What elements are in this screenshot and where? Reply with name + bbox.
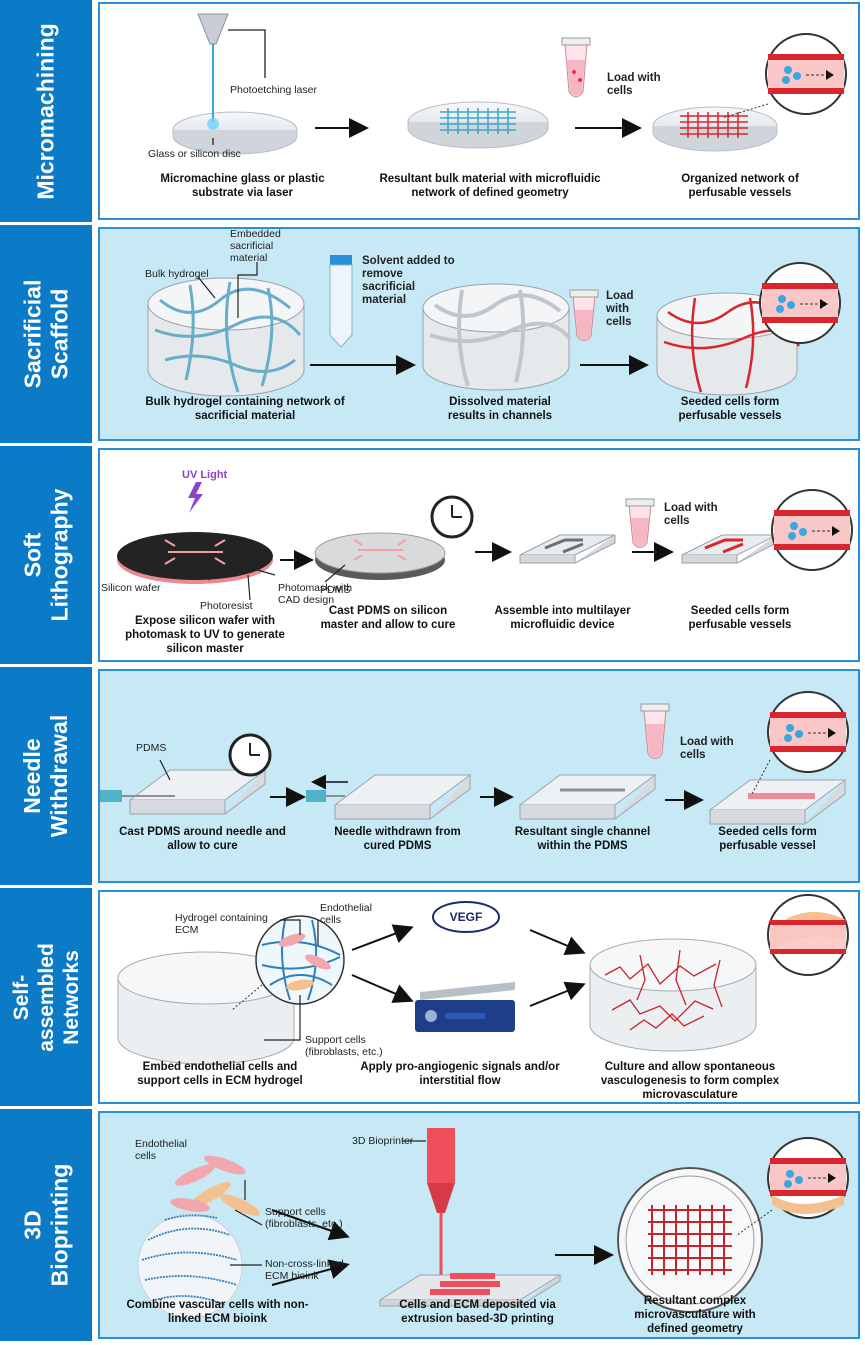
anno-endothelial-6: Endothelial cells [135, 1138, 187, 1162]
caption-5-2: Apply pro-angiogenic signals and/or inte… [360, 1061, 560, 1087]
disc-microfluidic [407, 101, 549, 149]
vessel-zoom-icon [767, 894, 849, 976]
anno-embedded-sacrificial: Embedded sacrificial material [230, 228, 281, 264]
vessel-zoom-icon [759, 262, 841, 344]
uv-bolt-icon [188, 482, 203, 513]
anno-bulk-hydrogel: Bulk hydrogel [145, 268, 209, 280]
hydrogel-cylinder-4 [117, 951, 295, 1065]
vessel-zoom-icon [735, 1137, 849, 1237]
vessel-zoom-icon [751, 691, 849, 795]
caption-3-4: Seeded cells form perfusable vessels [688, 605, 792, 631]
caption-4-3: Resultant single channel within the PDMS [514, 826, 651, 852]
vessel-zoom-icon [771, 489, 853, 571]
caption-5-3: Culture and allow spontaneous vasculogen… [600, 1061, 780, 1101]
solvent-tube-icon [329, 255, 353, 348]
cells-icon [170, 1155, 261, 1216]
clock-icon [430, 495, 474, 539]
pdms-block-2 [333, 774, 472, 820]
anno-glass-disc: Glass or silicon disc [148, 148, 241, 160]
caption-2-2: Dissolved material results in channels [447, 396, 553, 422]
label-bar-needle-withdrawal: Needle Withdrawal [0, 667, 92, 885]
arrow-5a [351, 924, 414, 951]
hydrogel-cylinder-1 [147, 277, 305, 397]
vessel-zoom-icon [721, 33, 847, 119]
anno-bioink: Non-cross-linked ECM bioink [265, 1258, 344, 1282]
caption-3-3: Assemble into multilayer microfluidic de… [494, 605, 631, 631]
caption-2-1: Bulk hydrogel containing network of sacr… [145, 396, 345, 422]
caption-6-3: Resultant complex microvasculature with … [634, 1295, 756, 1335]
caption-2-3: Seeded cells form perfusable vessels [678, 396, 782, 422]
anno-load-cells-4: Load with cells [680, 736, 734, 761]
tube-icon [561, 37, 591, 98]
label-bar-micromachining: Micromachining [0, 0, 92, 222]
pdms-block-3 [518, 774, 657, 820]
anno-uv-light: UV Light [182, 469, 228, 481]
tube-icon [569, 289, 599, 341]
anno-pdms-4: PDMS [136, 742, 167, 754]
label-bar-sacrificial-scaffold: Sacrificial Scaffold [0, 225, 92, 443]
caption-4-4: Seeded cells form perfusable vessel [718, 826, 817, 852]
bioink-sphere-icon [137, 1213, 243, 1319]
rocker-icon [415, 982, 515, 1032]
label-bar-soft-lithography: Soft Lithography [0, 446, 92, 664]
caption-4-1: Cast PDMS around needle and allow to cur… [119, 826, 286, 852]
anno-photoresist: Photoresist [200, 600, 253, 612]
vascular-cylinder [589, 938, 757, 1052]
caption-6-2: Cells and ECM deposited via extrusion ba… [399, 1299, 556, 1325]
caption-1-3: Organized network of perfusable vessels [681, 173, 799, 199]
arrow-6b [271, 1259, 350, 1286]
label-bar-3d-bioprinting: 3D Bioprinting [0, 1109, 92, 1341]
caption-3-2: Cast PDMS on silicon master and allow to… [320, 605, 456, 631]
caption-6-1: Combine vascular cells with non-linked E… [126, 1299, 309, 1325]
ecm-zoom-icon [231, 915, 345, 1011]
leader-lines [159, 262, 426, 1266]
label-vegf: VEGF [449, 910, 483, 924]
bioprinter-icon [378, 1128, 562, 1307]
hydrogel-cylinder-2 [422, 283, 572, 391]
anno-photoetching-laser: Photoetching laser [230, 84, 317, 96]
pdms-block-4 [708, 779, 847, 825]
anno-support-6: Support cells (fibroblasts, etc.) [265, 1206, 343, 1230]
arrow-5d [529, 981, 586, 1007]
arrow-6a [271, 1209, 350, 1241]
anno-silicon-wafer: Silicon wafer [101, 582, 161, 594]
anno-load-cells-2: Load with cells [606, 290, 634, 328]
tube-icon [640, 703, 670, 759]
vegf-pill [432, 901, 500, 933]
silicon-wafer [117, 532, 273, 584]
seeded-device [681, 534, 778, 564]
caption-3-1: Expose silicon wafer with photomask to U… [125, 615, 285, 655]
pdms-block-1 [128, 769, 267, 815]
pdms-wafer [314, 532, 446, 580]
microfluidic-device [519, 534, 616, 564]
arrow-5c [529, 929, 586, 955]
clock-icon [228, 733, 272, 777]
caption-4-2: Needle withdrawn from cured PDMS [334, 826, 461, 852]
petri-dish-icon [617, 1167, 763, 1313]
laser-icon [197, 13, 266, 145]
caption-1-2: Resultant bulk material with microfluidi… [379, 173, 601, 199]
anno-support-5: Support cells (fibroblasts, etc.) [305, 1034, 383, 1058]
tube-icon [625, 498, 655, 548]
anno-solvent: Solvent added to remove sacrificial mate… [362, 255, 455, 306]
anno-load-cells-1: Load with cells [607, 72, 661, 97]
needle-icon [306, 790, 345, 802]
anno-photomask: Photomask with CAD design [278, 582, 353, 606]
caption-5-1: Embed endothelial cells and support cell… [137, 1061, 303, 1087]
label-bar-self-assembled-networks: Self-assembled Networks [0, 888, 92, 1106]
disc-vessels [652, 106, 778, 152]
anno-bioprinter: 3D Bioprinter [352, 1135, 414, 1147]
needle-icon [100, 790, 175, 802]
caption-1-1: Micromachine glass or plastic substrate … [160, 173, 325, 199]
disc-glass [172, 111, 298, 155]
anno-hydrogel-ecm: Hydrogel containing ECM [175, 912, 268, 936]
arrow-5b [351, 974, 414, 1003]
anno-pdms-3: PDMS [320, 584, 351, 596]
row-needle-withdrawal: Needle Withdrawal [0, 667, 865, 885]
anno-endothelial-5: Endothelial cells [320, 902, 372, 926]
anno-load-cells-3: Load with cells [664, 502, 718, 527]
